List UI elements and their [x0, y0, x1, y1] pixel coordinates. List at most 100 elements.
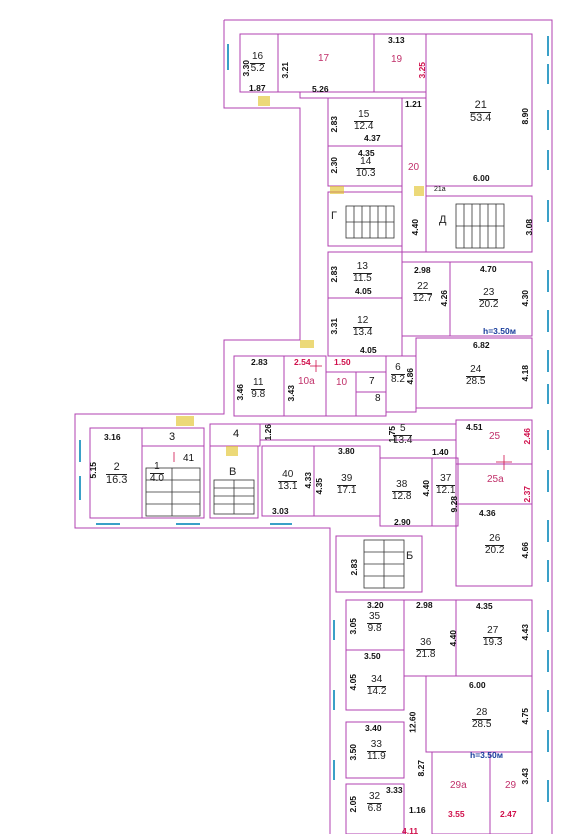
room-19-label: 19 [391, 54, 403, 65]
wall-stair-d [425, 195, 533, 253]
dimension-label: 3.25 [417, 61, 428, 79]
ceiling-height-label: h=3.50м [470, 750, 503, 760]
dimension-label: 6.00 [469, 680, 486, 690]
room-29a-label: 29a [450, 780, 467, 791]
room-20-label: 20 [408, 162, 420, 173]
dimension-label: 2.90 [394, 517, 411, 527]
room-21a-label: 21a [434, 186, 446, 193]
door-hatch [414, 186, 424, 196]
wall-room-34 [345, 649, 405, 711]
dimension-label: 4.11 [402, 826, 419, 836]
room-25a-label: 25a [487, 474, 504, 485]
wall-stair-b [335, 535, 423, 593]
dimension-label: 2.83 [349, 558, 360, 576]
dimension-label: 3.80 [338, 446, 355, 456]
dimension-label: 4.05 [348, 673, 359, 691]
dimension-label: 1.40 [432, 447, 449, 457]
dimension-label: 4.40 [410, 218, 421, 236]
red-markers [173, 360, 512, 470]
room-41-label: 41 [183, 453, 195, 464]
room-10-label: 10 [336, 377, 348, 388]
dimension-label: 2.46 [522, 427, 533, 445]
dimension-label: 3.43 [520, 767, 531, 785]
dimension-label: 2.30 [329, 156, 340, 174]
dimension-label: 4.40 [448, 629, 459, 647]
room-4-label: 4 [233, 428, 240, 440]
dimension-label: 3.21 [280, 61, 291, 79]
dimension-label: 5.15 [88, 461, 99, 479]
wall-room-29 [489, 751, 533, 834]
dimension-label: 2.05 [348, 795, 359, 813]
dimension-label: 4.26 [439, 289, 450, 307]
dimension-label: 3.20 [367, 600, 384, 610]
dimension-label: 5.26 [312, 84, 329, 94]
dimension-label: 8.27 [416, 759, 427, 777]
dimension-label: 2.98 [414, 265, 431, 275]
room-10a-label: 10a [298, 376, 315, 387]
dimension-label: 3.55 [448, 809, 465, 819]
dimension-label: 6.00 [473, 173, 490, 183]
dimension-label: 12.60 [407, 711, 418, 733]
dimension-label: 3.30 [241, 59, 252, 77]
dimension-label: 6.82 [473, 340, 490, 350]
wall-room-1 [141, 445, 205, 519]
stair-b [363, 539, 405, 589]
dimension-label: 4.18 [520, 364, 531, 382]
dimension-label: 4.33 [303, 471, 314, 489]
wall-stair-g [327, 191, 403, 247]
door-hatch [258, 96, 270, 106]
wall-room-20 [401, 97, 427, 253]
stair-d [455, 203, 505, 249]
dimension-label: 4.35 [314, 477, 325, 495]
dimension-label: 4.51 [466, 422, 483, 432]
room-8-label: 8 [375, 393, 381, 404]
dimension-label: 3.31 [329, 317, 340, 335]
walls [74, 19, 553, 834]
dimension-label: 1.21 [405, 99, 422, 109]
door-hatches [176, 96, 424, 456]
stair-b-label: Б [406, 550, 414, 562]
room-25-label: 25 [489, 431, 501, 442]
dimension-label: 4.30 [520, 289, 531, 307]
dimension-label: 3.46 [235, 383, 246, 401]
dimension-label: 1.75 [387, 425, 398, 443]
dimension-label: 3.05 [348, 617, 359, 635]
dimension-label: 3.08 [524, 218, 535, 236]
door-hatch [300, 340, 314, 348]
windows [79, 36, 549, 802]
dimension-label: 4.35 [358, 148, 375, 158]
stair-g [345, 205, 395, 239]
dimension-label: 4.37 [364, 133, 381, 143]
dimension-label: 3.50 [364, 651, 381, 661]
wall-room-32 [345, 783, 405, 834]
wall-room-6 [385, 355, 417, 413]
dimension-label: 1.26 [263, 423, 274, 441]
dimension-label: 2.54 [294, 357, 311, 367]
stair-v-label: В [229, 466, 237, 478]
wall-room-12 [327, 297, 403, 357]
door-hatch [176, 416, 194, 426]
stair-1 [145, 467, 201, 517]
room-17-label: 17 [318, 53, 330, 64]
dimension-label: 4.05 [355, 286, 372, 296]
